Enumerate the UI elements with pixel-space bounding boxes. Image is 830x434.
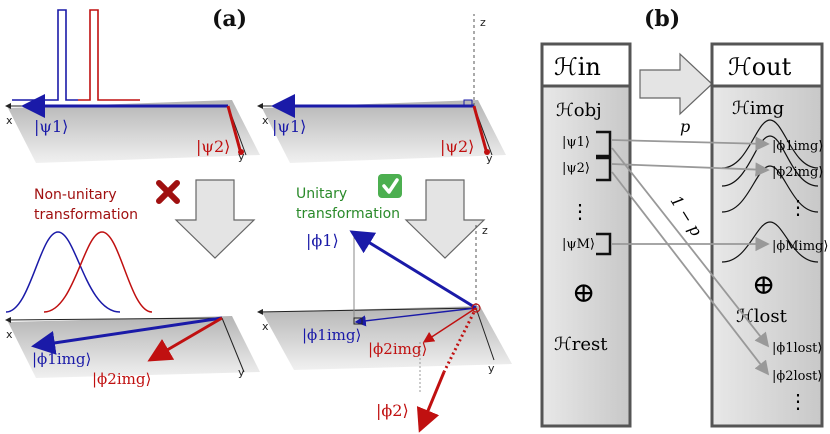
lost-state-2: |ϕ2lost⟩ (772, 369, 822, 384)
x-axis (257, 307, 477, 315)
plane-top-right: z x y |ψ1⟩ |ψ2⟩ (257, 14, 506, 165)
y-axis-label: y (486, 152, 493, 165)
phi2-img-vector (147, 316, 223, 362)
phi2-label: |ϕ2⟩ (376, 401, 409, 420)
p-label: p (680, 117, 690, 136)
pulse-plot-top-left (12, 9, 140, 101)
right-arrow (639, 52, 713, 116)
img-state-2: |ϕ2img⟩ (772, 165, 823, 180)
h-in-title: ℋin (554, 53, 601, 81)
gray-plane (262, 306, 512, 370)
panel-b-label: (b) (644, 6, 680, 32)
psi2-vector (226, 105, 242, 151)
phi1-img-vector (31, 316, 223, 355)
phi1-img-label: |ϕ1img⟩ (302, 326, 361, 344)
non-unitary-line1: Non-unitary (34, 187, 117, 203)
phi2-img-label: |ϕ2img⟩ (92, 370, 151, 388)
phi2-img-label: |ϕ2img⟩ (368, 340, 427, 358)
psi1-label: |ψ1⟩ (272, 117, 306, 136)
plane-bottom-left: x y |ϕ1img⟩ |ϕ2img⟩ (5, 316, 260, 388)
x-axis-label: x (6, 114, 13, 127)
gray-plane (262, 100, 506, 163)
arrow-psi1-lost (611, 147, 770, 348)
x-axis-label: x (6, 328, 13, 341)
phi1-label: |ϕ1⟩ (306, 231, 339, 250)
x-axis-label: x (262, 114, 269, 127)
y-axis (221, 317, 245, 373)
right-angle-mark (353, 317, 363, 325)
red-gaussian (43, 231, 153, 313)
x-axis (5, 316, 223, 323)
img-mode-curve-1 (721, 119, 819, 169)
cross-icon (156, 180, 180, 204)
phi1-img-vector (354, 307, 477, 327)
unitary-line1: Unitary (296, 186, 347, 202)
img-state-m: |ϕMimg⟩ (772, 239, 828, 254)
y-axis-label: y (488, 362, 495, 375)
h-out-header (710, 42, 824, 88)
psi1-label: |ψ1⟩ (34, 117, 68, 136)
y-axis-label: y (238, 366, 245, 379)
psi2-tip (238, 149, 244, 155)
z-axis-label: z (482, 224, 488, 237)
h-img-label: ℋimg (732, 98, 784, 119)
bracket-1 (596, 130, 612, 158)
img-state-dots: ⋮ (788, 195, 808, 219)
oplus-in: ⊕ (572, 276, 595, 309)
lost-state-dots: ⋮ (788, 389, 808, 413)
phi1-vector (349, 230, 477, 310)
non-unitary-line2: transformation (34, 207, 138, 223)
down-arrow-left (174, 179, 256, 259)
gray-plane (8, 316, 260, 378)
blue-gaussian (5, 231, 121, 313)
down-arrow-right (404, 179, 486, 259)
red-pulse (78, 9, 140, 101)
blue-pulse (12, 9, 78, 101)
origin-marker (471, 303, 481, 313)
phi2-dotted (442, 307, 478, 373)
check-icon (378, 174, 402, 198)
psi2-tip (484, 149, 490, 155)
lost-state-1: |ϕ1lost⟩ (772, 341, 822, 356)
img-mode-curve-m (721, 221, 819, 263)
arrow-psi2-img (611, 162, 770, 177)
psi2-label: |ψ2⟩ (440, 137, 474, 156)
gray-plane (8, 100, 260, 163)
y-axis-label: y (238, 150, 245, 163)
oplus-out: ⊕ (752, 268, 775, 301)
panel-a-label: (a) (212, 6, 247, 32)
img-state-1: |ϕ1img⟩ (772, 139, 823, 154)
z-axis-label: z (480, 16, 486, 29)
gaussian-plot (5, 231, 153, 313)
in-state-m: |ψM⟩ (562, 237, 595, 252)
img-mode-curve-2 (721, 135, 819, 187)
arrow-psi2-lost (611, 171, 770, 376)
h-out-title: ℋout (728, 53, 792, 81)
h-obj-label: ℋobj (556, 100, 602, 121)
arrow-psi1-img (611, 136, 770, 151)
phi2-img-vector (422, 307, 477, 343)
in-state-2: |ψ2⟩ (562, 161, 590, 176)
h-in-body (540, 84, 632, 428)
plane-bottom-right: z x y |ϕ1⟩ |ϕ1img⟩ |ϕ2img⟩ |ϕ2⟩ (257, 222, 512, 433)
psi2-label: |ψ2⟩ (196, 137, 230, 156)
in-state-dots: ⋮ (570, 199, 590, 223)
y-axis (475, 307, 495, 361)
in-state-1: |ψ1⟩ (562, 135, 590, 150)
psi2-vector (472, 105, 488, 151)
h-rest-label: ℋrest (554, 334, 608, 355)
unitary-line2: transformation (296, 206, 400, 222)
right-angle-mark (463, 99, 473, 107)
h-in-box: ℋin ℋobj |ψ1⟩ |ψ2⟩ ⋮ |ψM⟩ ⊕ ℋrest (540, 42, 632, 428)
one-minus-p-label: 1 − p (667, 192, 706, 239)
img-mode-curve-3 (721, 165, 819, 213)
x-axis-label: x (262, 320, 269, 333)
phi1-img-label: |ϕ1img⟩ (32, 350, 91, 368)
bracket-m (596, 232, 612, 256)
h-out-box: ℋout ℋimg |ϕ1img⟩ |ϕ2img⟩ ⋮ |ϕMimg⟩ ⊕ ℋl… (710, 42, 828, 428)
plane-top-left: x y |ψ1⟩ |ψ2⟩ (5, 94, 260, 163)
bracket-2 (596, 156, 612, 182)
phi2-vector (416, 371, 446, 433)
